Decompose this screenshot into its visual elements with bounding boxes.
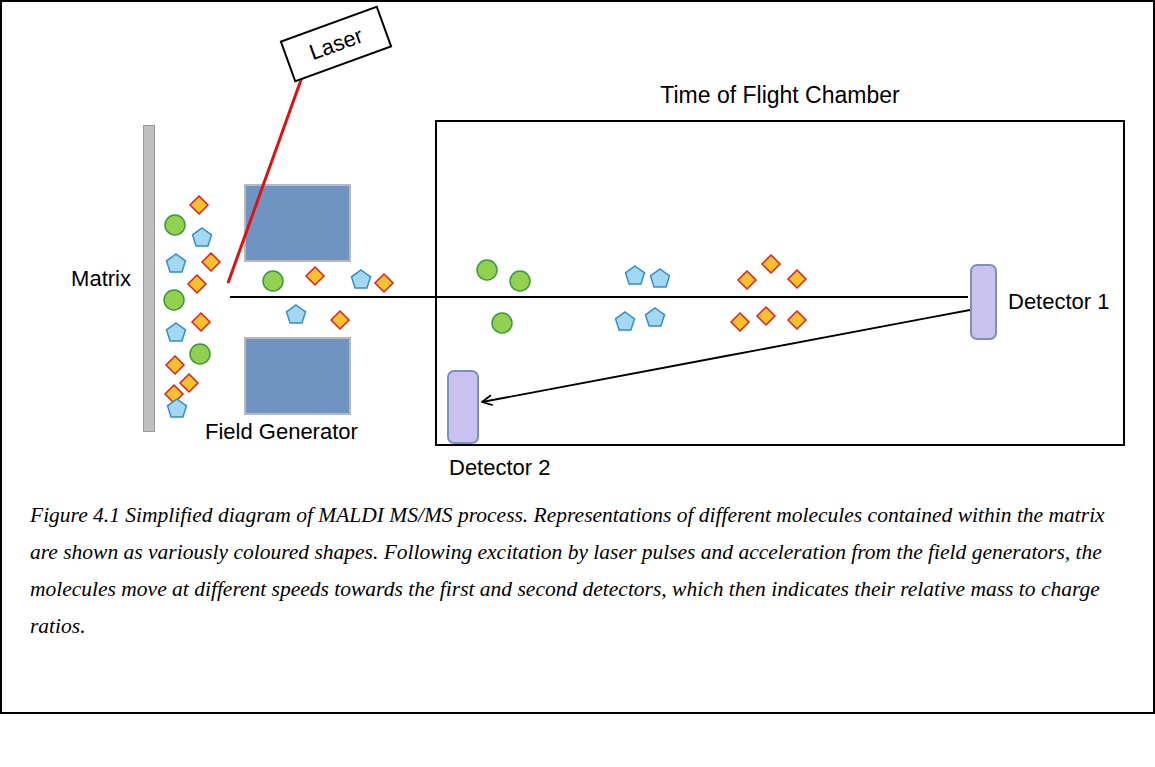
- laser-box: Laser: [280, 6, 393, 83]
- laser-beam: [228, 66, 306, 283]
- laser-box-label: Laser: [306, 23, 366, 66]
- figure-caption: Figure 4.1 Simplified diagram of MALDI M…: [30, 497, 1128, 645]
- matrix-plate: Matrix: [143, 125, 155, 432]
- detector-label: Detector 1: [1008, 289, 1110, 314]
- return-arrow: [482, 310, 970, 402]
- detector-label: Detector 2: [449, 455, 551, 480]
- flight-chamber-label: Time of Flight Chamber: [660, 82, 899, 108]
- field-plate: [245, 338, 350, 414]
- detector: Detector 2: [447, 370, 479, 444]
- field-plate: [245, 185, 350, 261]
- flight-chamber: Time of Flight ChamberDetector 1Detector…: [435, 120, 1125, 446]
- flight-path: [230, 296, 968, 298]
- field-generator-label: Field Generator: [205, 419, 358, 444]
- matrix-plate-label: Matrix: [71, 266, 131, 291]
- molecules: [164, 196, 806, 417]
- detector: Detector 1: [970, 264, 997, 340]
- figure-border: [1, 1, 1154, 713]
